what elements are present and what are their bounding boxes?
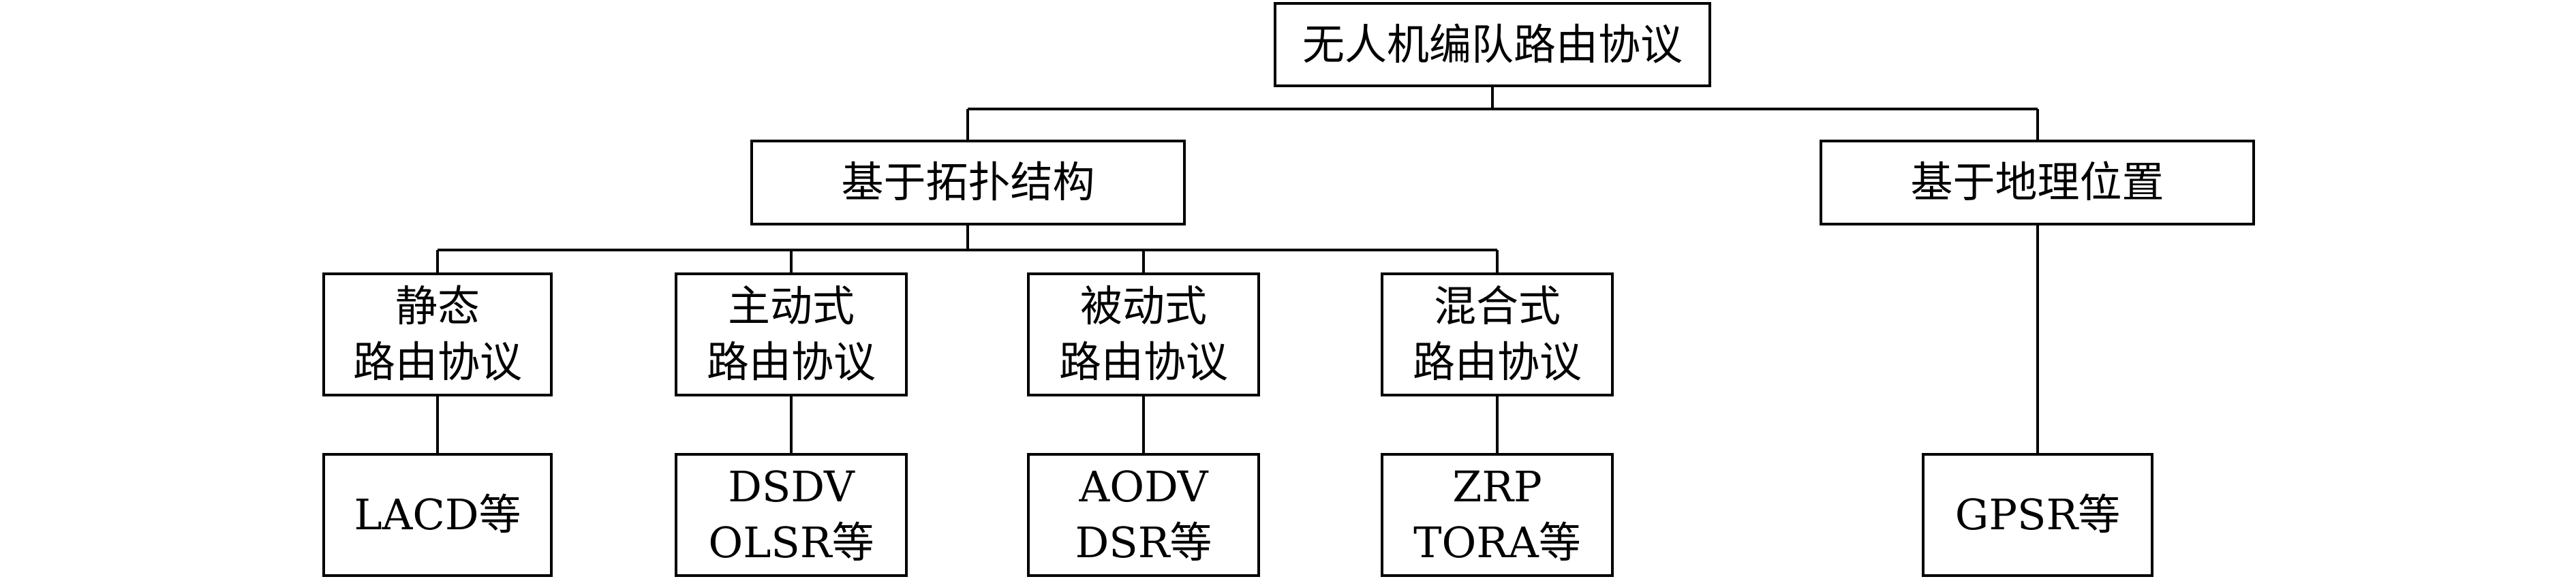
node-static-routing-line1: 静态 <box>395 281 480 331</box>
node-hybrid-examples-line1: ZRP <box>1452 462 1542 512</box>
node-geo-based-label: 基于地理位置 <box>1910 157 2164 207</box>
node-proactive-routing-line2: 路由协议 <box>706 337 876 387</box>
node-proactive-routing: 主动式 路由协议 <box>675 272 908 396</box>
node-geo-based: 基于地理位置 <box>1820 140 2255 225</box>
node-geo-examples-label: GPSR等 <box>1954 490 2121 539</box>
node-reactive-routing: 被动式 路由协议 <box>1027 272 1260 396</box>
node-static-examples: LACD等 <box>322 453 553 577</box>
node-geo-examples: GPSR等 <box>1922 453 2153 577</box>
node-reactive-routing-line1: 被动式 <box>1079 281 1207 331</box>
node-proactive-examples: DSDV OLSR等 <box>675 453 908 577</box>
node-hybrid-routing-line1: 混合式 <box>1433 281 1561 331</box>
node-static-routing: 静态 路由协议 <box>322 272 553 396</box>
node-root: 无人机编队路由协议 <box>1274 2 1711 87</box>
node-hybrid-examples-line2: TORA等 <box>1413 518 1581 567</box>
node-proactive-routing-line1: 主动式 <box>727 281 855 331</box>
node-static-routing-line2: 路由协议 <box>352 337 522 387</box>
node-hybrid-examples: ZRP TORA等 <box>1381 453 1614 577</box>
node-root-label: 无人机编队路由协议 <box>1302 19 1683 69</box>
node-proactive-examples-line1: DSDV <box>728 462 855 512</box>
node-topology-based-label: 基于拓扑结构 <box>841 157 1095 207</box>
node-topology-based: 基于拓扑结构 <box>750 140 1186 225</box>
node-reactive-routing-line2: 路由协议 <box>1058 337 1228 387</box>
node-reactive-examples-line1: AODV <box>1079 462 1208 512</box>
node-reactive-examples-line2: DSR等 <box>1075 518 1212 567</box>
node-reactive-examples: AODV DSR等 <box>1027 453 1260 577</box>
node-hybrid-routing-line2: 路由协议 <box>1412 337 1582 387</box>
node-hybrid-routing: 混合式 路由协议 <box>1381 272 1614 396</box>
node-proactive-examples-line2: OLSR等 <box>708 518 874 567</box>
node-static-examples-label: LACD等 <box>354 490 521 539</box>
